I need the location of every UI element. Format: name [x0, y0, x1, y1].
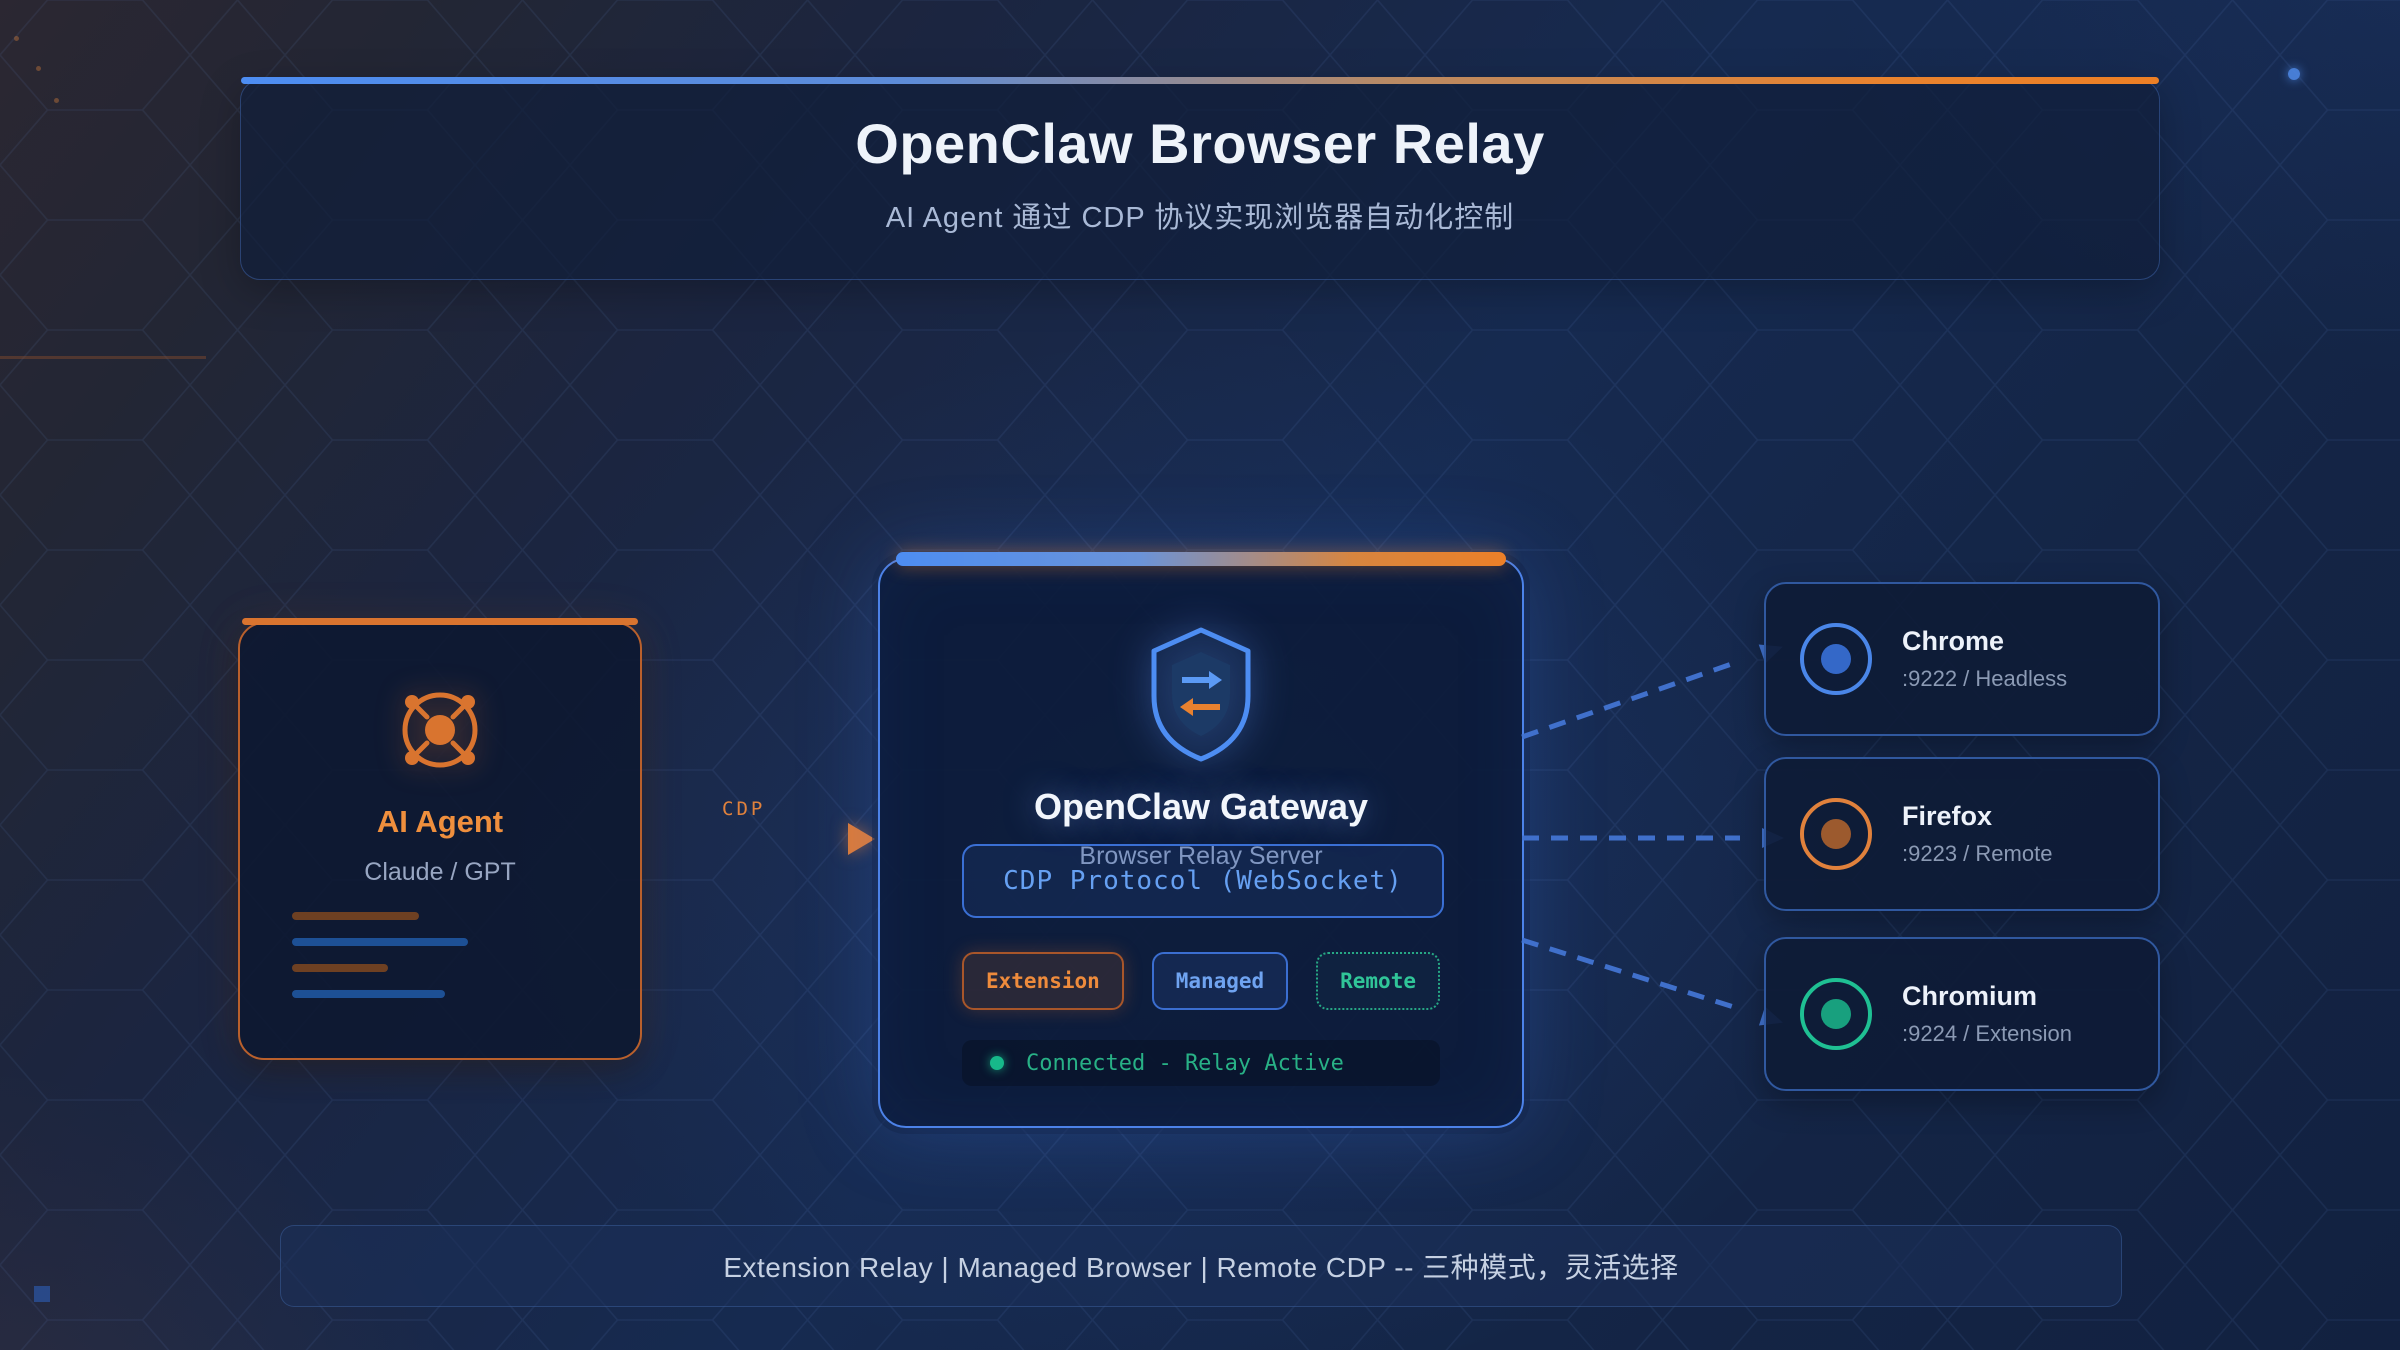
- header-accent-bar: [241, 77, 2159, 84]
- browser-detail: :9222 / Headless: [1902, 666, 2068, 691]
- speck-decoration: [54, 98, 59, 103]
- gateway-card: OpenClaw Gateway Browser Relay Server CD…: [878, 552, 1524, 1128]
- browser-detail: :9224 / Extension: [1902, 1021, 2073, 1046]
- cdp-connection-label: CDP: [722, 798, 766, 820]
- browser-name: Chrome: [1902, 626, 2005, 656]
- browser-text: Chromium :9224 / Extension: [1902, 981, 2072, 1047]
- skeleton-line: [292, 912, 419, 920]
- chromium-icon: [1800, 978, 1872, 1050]
- footer-bar: Extension Relay | Managed Browser | Remo…: [280, 1225, 2122, 1307]
- gateway-title: OpenClaw Gateway: [1033, 786, 1369, 827]
- corner-dot-decoration: [2288, 68, 2300, 80]
- mode-button-managed[interactable]: Managed: [1151, 952, 1289, 1010]
- shield-relay-icon: [1151, 627, 1251, 762]
- page-title: OpenClaw Browser Relay: [855, 112, 1545, 175]
- speck-decoration: [36, 66, 41, 71]
- speck-decoration: [14, 36, 19, 41]
- cdp-protocol-box: CDP Protocol (WebSocket): [962, 844, 1444, 918]
- status-text: Connected - Relay Active: [1026, 1050, 1344, 1076]
- connection-arrow-chromium: [1521, 937, 1741, 1012]
- browser-card-chrome: Chrome :9222 / Headless: [1764, 582, 2160, 736]
- mode-button-extension[interactable]: Extension: [962, 952, 1124, 1010]
- firefox-icon: [1800, 798, 1872, 870]
- browser-text: Firefox :9223 / Remote: [1902, 801, 2052, 867]
- ai-agent-card: AI Agent Claude / GPT: [238, 618, 642, 1060]
- gateway-subtitle: Browser Relay Server: [1079, 842, 1323, 870]
- mode-button-remote[interactable]: Remote: [1316, 952, 1440, 1010]
- cdp-arrowhead-icon: [848, 823, 875, 855]
- agent-accent-bar: [242, 618, 638, 625]
- browser-name: Chromium: [1902, 981, 2037, 1011]
- chromium-icon-dot: [1821, 999, 1851, 1029]
- agent-title: AI Agent: [376, 804, 504, 839]
- browser-name: Firefox: [1902, 801, 1993, 831]
- skeleton-line: [292, 964, 388, 972]
- page-subtitle: AI Agent 通过 CDP 协议实现浏览器自动化控制: [885, 202, 1515, 234]
- footer-text: Extension Relay | Managed Browser | Remo…: [723, 1252, 1679, 1283]
- mode-buttons-row: Extension Managed Remote: [962, 952, 1440, 1010]
- browser-detail: :9223 / Remote: [1902, 841, 2053, 866]
- chrome-icon: [1800, 623, 1872, 695]
- browser-card-firefox: Firefox :9223 / Remote: [1764, 757, 2160, 911]
- cdp-protocol-label: CDP Protocol (WebSocket): [1003, 866, 1403, 896]
- ai-agent-target-icon: [402, 692, 478, 768]
- header-banner: OpenClaw Browser Relay AI Agent 通过 CDP 协…: [240, 77, 2160, 280]
- status-dot: [990, 1056, 1004, 1070]
- skeleton-line: [292, 938, 468, 946]
- gateway-accent-bar: [896, 552, 1506, 566]
- skeleton-line: [292, 990, 445, 998]
- chrome-icon-dot: [1821, 644, 1851, 674]
- corner-line-decoration: [0, 356, 206, 359]
- browser-card-chromium: Chromium :9224 / Extension: [1764, 937, 2160, 1091]
- corner-square-decoration: [34, 1286, 50, 1302]
- skeleton-lines: [292, 912, 468, 1016]
- connection-arrows: [1521, 644, 1784, 1026]
- status-bar: Connected - Relay Active: [962, 1040, 1440, 1086]
- firefox-icon-dot: [1821, 819, 1851, 849]
- agent-subtitle: Claude / GPT: [364, 858, 516, 886]
- connection-arrow-chrome: [1521, 658, 1741, 740]
- browser-text: Chrome :9222 / Headless: [1902, 626, 2067, 692]
